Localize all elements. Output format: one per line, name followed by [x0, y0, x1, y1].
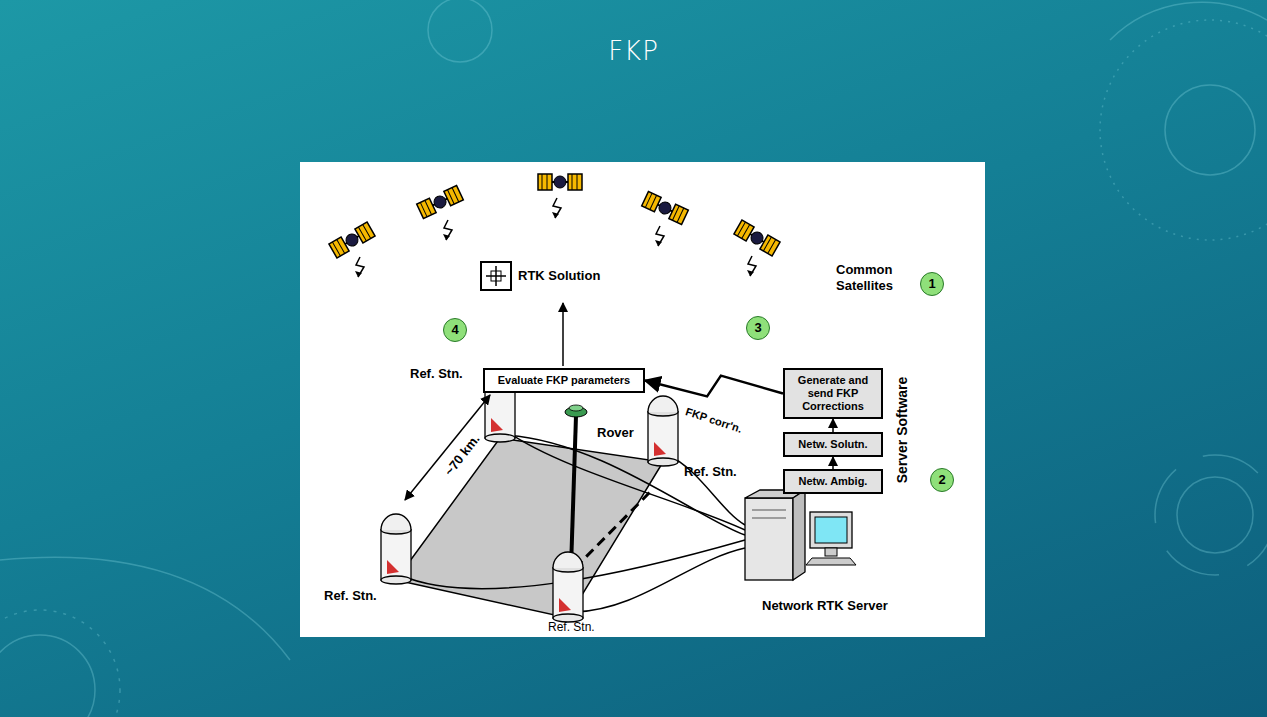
box-text: Netw. Ambig. [790, 475, 876, 488]
slide-title: FKP [0, 36, 1267, 66]
connector [832, 419, 834, 432]
station-label: Ref. Stn. [324, 588, 377, 603]
connector [832, 457, 834, 469]
result-label: RTK Solution [518, 268, 600, 283]
callout-number: 2 [930, 468, 954, 492]
callout-number: 3 [746, 316, 770, 340]
callout-number: 1 [920, 272, 944, 296]
server-software-label: Server Software [895, 377, 910, 484]
station-label: Ref. Stn. [410, 366, 463, 381]
satellites-label: Common Satellites [836, 262, 914, 294]
server-label: Network RTK Server [762, 598, 888, 613]
box-text: Netw. Solutn. [790, 438, 876, 451]
rover-label: Rover [597, 425, 634, 440]
box-text: Evaluate FKP parameters [490, 374, 638, 387]
connector [645, 376, 783, 397]
station-label: Ref. Stn. [684, 464, 737, 479]
server-process-box: Netw. Solutn. [783, 432, 883, 457]
process-box: Evaluate FKP parameters [483, 368, 645, 393]
box-text: Generate and send FKP Corrections [790, 374, 876, 413]
server-process-box: Netw. Ambig. [783, 469, 883, 494]
server-process-box: Generate and send FKP Corrections [783, 368, 883, 419]
callout-number: 4 [443, 318, 467, 342]
station-label: Ref. Stn. [548, 620, 595, 635]
